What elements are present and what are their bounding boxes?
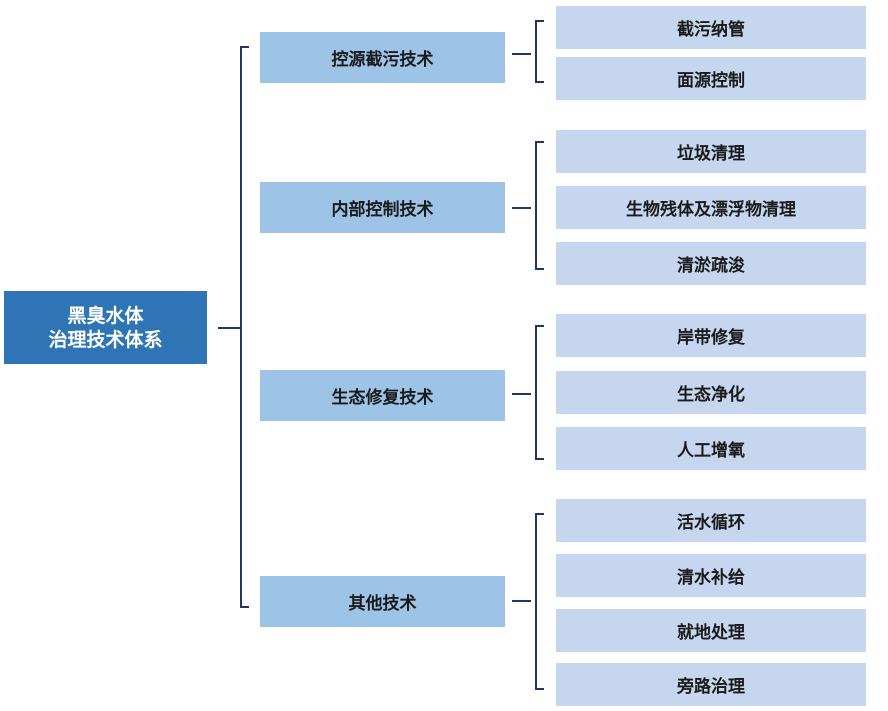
bracket-cat-2 xyxy=(512,325,544,460)
root-bracket xyxy=(218,46,249,608)
leaf-node: 生物残体及漂浮物清理 xyxy=(556,186,866,229)
leaf-node: 岸带修复 xyxy=(556,314,866,357)
bracket-cat-0 xyxy=(512,20,544,83)
category-node-internal-control: 内部控制技术 xyxy=(260,182,505,233)
category-node-other: 其他技术 xyxy=(260,576,505,627)
leaf-node: 垃圾清理 xyxy=(556,130,866,173)
leaf-node: 生态净化 xyxy=(556,371,866,414)
bracket-cat-3 xyxy=(512,513,544,690)
leaf-node: 旁路治理 xyxy=(556,663,866,706)
leaf-node: 清水补给 xyxy=(556,554,866,597)
leaf-node: 清淤疏浚 xyxy=(556,242,866,285)
leaf-node: 面源控制 xyxy=(556,57,866,100)
leaf-node: 人工增氧 xyxy=(556,427,866,470)
leaf-node: 活水循环 xyxy=(556,499,866,542)
category-node-eco-restoration: 生态修复技术 xyxy=(260,370,505,421)
category-node-source-control: 控源截污技术 xyxy=(260,32,505,83)
root-node: 黑臭水体 治理技术体系 xyxy=(4,291,207,364)
leaf-node: 就地处理 xyxy=(556,609,866,652)
leaf-node: 截污纳管 xyxy=(556,6,866,49)
bracket-cat-1 xyxy=(512,141,544,270)
